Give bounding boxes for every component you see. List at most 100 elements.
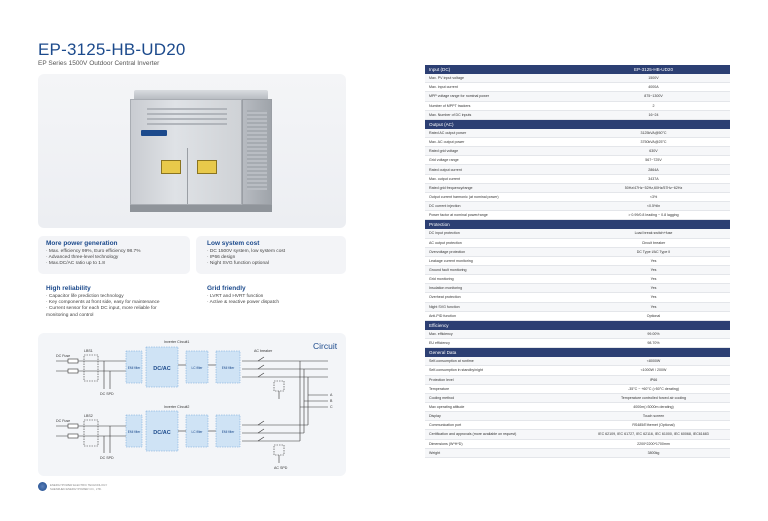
spec-section-title: Protection [429,222,450,228]
spec-value: Yes [650,295,657,300]
label-dc-fuse-1: DC Fuse [56,354,70,358]
spec-value: 567~725V [645,158,662,163]
spec-parameter: Grid monitoring [429,277,454,282]
spec-parameter: Rated output current [429,167,462,172]
spec-value: Circuit breaker [641,240,666,245]
feature-low-cost: Low system cost · DC 1500V system, low s… [207,240,286,267]
spec-row: Leakage current monitoring Yes [425,257,730,266]
feature-reliability: High reliability · Capacitor life predic… [46,285,160,318]
circuit-title: Circuit [313,341,338,351]
spec-parameter: Temperature [429,386,450,391]
spec-parameter: Night SVG function [429,304,460,309]
spec-section-body: Max. PV input voltage 1500V Max. input cur… [425,74,730,120]
warning-label-icon [197,160,217,174]
spec-row: Power factor at nominal power/range > 0.9… [425,211,730,221]
spec-parameter: AC output protection [429,240,462,245]
label-dcac-1: DC/AC [153,366,170,372]
label-emi-filter-2: EMI filter [128,430,142,434]
spec-parameter: Max. efficiency [429,331,453,336]
spec-parameter: Max. AC output power [429,140,465,145]
spec-parameter: Anti-PID function [429,313,456,318]
spec-value: > 0.99/0.8 leading ~ 0.8 lagging [628,213,679,218]
label-ac-breaker: AC breaker [254,349,273,353]
label-emi-filter-1b: EMI filter [222,366,236,370]
spec-value: 875~1300V [644,94,663,99]
spec-value: 3800kg [647,450,660,455]
spec-value: 3125kVA@50°C [640,130,667,135]
product-subtitle: EP Series 1500V Outdoor Central Inverter [38,60,160,67]
spec-value: -35°C ~ +60°C (>50°C derating) [628,386,679,391]
spec-value: 99.00% [647,331,660,336]
circuit-diagram-panel: DC Fuse LBS1 DC SPD Inverter Circuit1 AC… [38,333,346,476]
spec-value: 3437A [648,176,659,181]
spec-parameter: Max. output current [429,176,460,181]
spec-value: RS485/Ethernet (Optional) [632,423,675,428]
spec-parameter: Leakage current monitoring [429,258,473,263]
spec-row: Output current harmonic (at nominal powe… [425,193,730,203]
spec-section-title: Efficiency [429,322,449,328]
spec-parameter: Max. Number of DC inputs [429,112,472,117]
company-logo-icon [38,482,47,491]
spec-parameter: Max. PV input voltage [429,76,464,81]
spec-section-title: Output (AC) [429,121,454,127]
spec-parameter: Dimensions (W*H*D) [429,441,463,446]
spec-value: <3% [649,194,658,199]
spec-parameter: Max operating altitude [429,405,465,410]
spec-value: <1000W / 200W [640,368,667,373]
spec-row: AC output protection Circuit breaker [425,239,730,248]
spec-row: Certification and approvals (more availa… [425,430,730,440]
spec-section-header: General Data [425,348,730,358]
spec-section-header: Protection [425,220,730,230]
spec-section-header: Efficiency [425,320,730,330]
spec-parameter: Protection level [429,377,454,382]
spec-parameter: MPP voltage range for nominal power [429,94,490,99]
label-dc-spd-1: DC SPD [100,392,114,396]
label-phase-b: B [330,399,333,403]
product-image [38,74,346,228]
spec-model-header: EP-3125-HB-UD20 [633,67,674,73]
spec-parameter: EU efficiency [429,341,450,346]
spec-parameter: Overvoltage protection [429,249,466,254]
spec-parameter: Max. input current [429,85,458,90]
spec-value: 2864A [648,167,659,172]
label-dc-spd-2: DC SPD [100,456,114,460]
spec-row: Temperature -35°C ~ +60°C (>50°C derating… [425,385,730,394]
spec-value: DC Type I/AC Type II [636,249,671,254]
spec-value: 98.70% [647,341,660,346]
label-lc-filter-2: LC filter [192,430,204,434]
spec-value: 1500V [648,76,659,81]
spec-row: Max. efficiency 99.00% [425,329,730,340]
spec-value: Yes [650,304,657,309]
spec-parameter: Self-consumption at runtime [429,359,474,364]
spec-value: Yes [650,268,657,273]
spec-parameter: Insulation monitoring [429,286,463,291]
feature-box [38,236,190,274]
spec-row: EU efficiency 98.70% [425,339,730,349]
spec-value: <8000W [646,359,661,364]
spec-parameter: Power factor at nominal power/range [429,213,488,218]
spec-value: Yes [650,258,657,263]
label-lbs2: LBS2 [84,414,93,418]
label-lbs1: LBS1 [84,349,93,353]
product-title: EP-3125-HB-UD20 [38,40,186,59]
label-emi-filter-1: EMI filter [128,366,142,370]
spec-value: Load break switch+fuse [634,231,673,236]
spec-value: <0.5%In [646,204,661,209]
spec-parameter: Rated grid voltage [429,149,459,154]
spec-parameter: Display [429,414,441,419]
